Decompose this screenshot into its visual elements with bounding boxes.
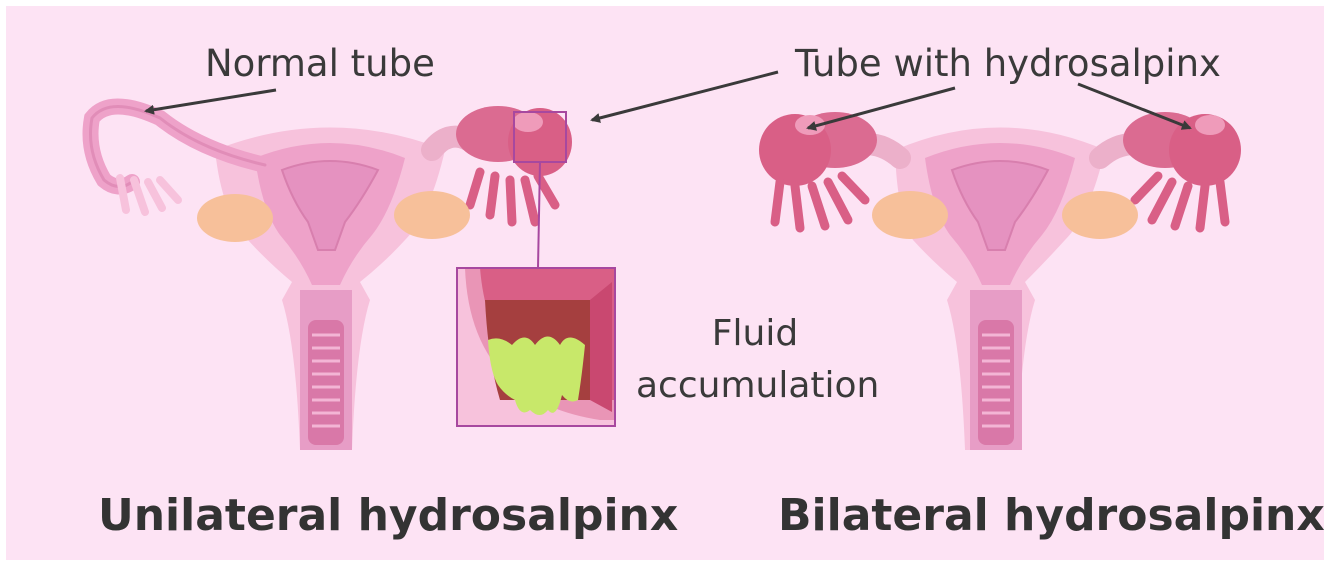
label-tube-with-hydrosalpinx: Tube with hydrosalpinx xyxy=(795,42,1221,85)
arrow-hydrosalpinx-bilateral-left xyxy=(808,88,955,128)
fluid-cross-section xyxy=(457,268,615,426)
title-bilateral: Bilateral hydrosalpinx xyxy=(778,490,1325,541)
ovary-right-outer-right xyxy=(1062,191,1138,239)
label-normal-tube: Normal tube xyxy=(205,42,435,85)
ovary-left-inner xyxy=(394,191,470,239)
arrow-normal-tube xyxy=(146,90,276,111)
ovary-right-outer-left xyxy=(872,191,948,239)
uterus-left xyxy=(215,128,445,451)
arrow-hydrosalpinx-unilateral xyxy=(592,72,778,120)
label-fluid-accumulation: Fluid accumulation xyxy=(636,308,874,412)
title-unilateral: Unilateral hydrosalpinx xyxy=(98,490,678,541)
uterus-right xyxy=(895,128,1105,451)
ovary-left-outer xyxy=(197,194,273,242)
